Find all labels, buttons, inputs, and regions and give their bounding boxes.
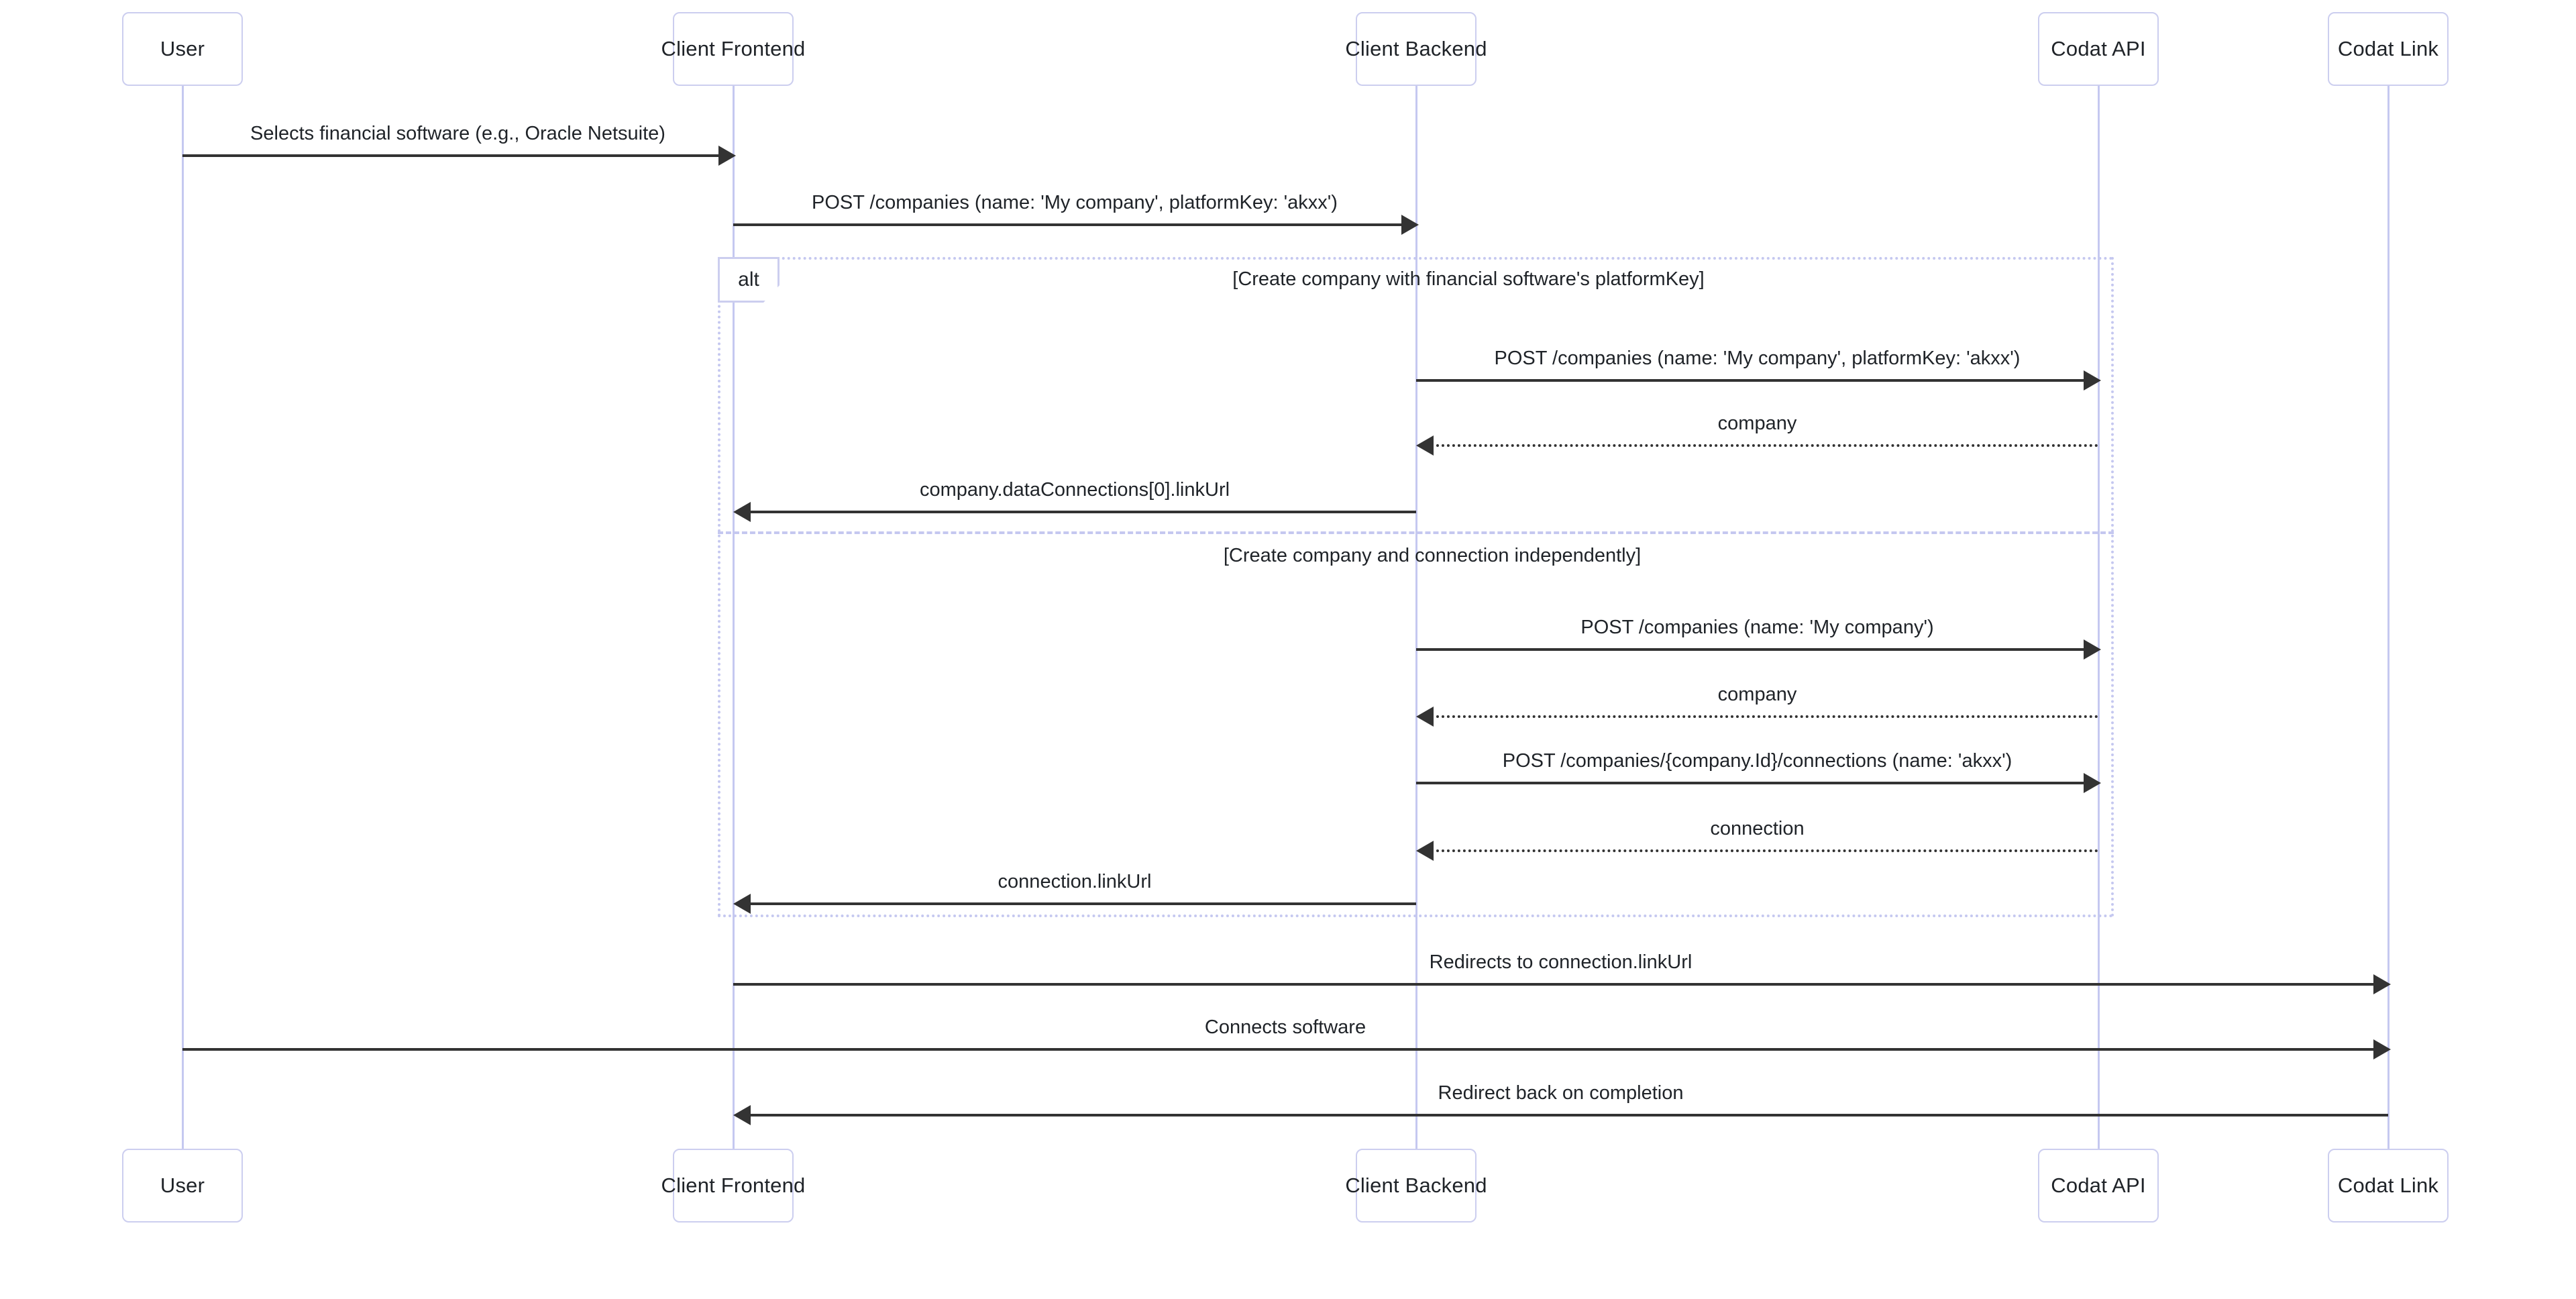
- participant-user[interactable]: User: [122, 12, 243, 86]
- alt-fragment-frame: [718, 257, 2114, 917]
- participant-label: Client Backend: [1345, 1174, 1487, 1197]
- message-label-m12: Connects software: [1204, 1017, 1366, 1038]
- participant-label: Client Frontend: [661, 1174, 806, 1197]
- message-label-m4: company: [1717, 413, 1797, 434]
- alt-fragment-divider: [718, 531, 2114, 534]
- message-label-m11: Redirects to connection.linkUrl: [1429, 951, 1693, 973]
- message-arrowhead-m11: [2373, 974, 2391, 994]
- participant-user[interactable]: User: [122, 1149, 243, 1223]
- message-label-m9: connection: [1710, 818, 1805, 839]
- message-arrowhead-m5: [733, 502, 751, 522]
- message-arrowhead-m10: [733, 894, 751, 914]
- alt-fragment-tag: alt: [718, 257, 780, 303]
- participant-frontend[interactable]: Client Frontend: [661, 12, 805, 86]
- message-line-m9: [1431, 849, 2098, 852]
- message-label-m3: POST /companies (name: 'My company', pla…: [1494, 348, 2021, 369]
- message-label-m5: company.dataConnections[0].linkUrl: [919, 479, 1230, 501]
- participant-label: Codat Link: [2337, 37, 2439, 60]
- participant-link[interactable]: Codat Link: [2328, 12, 2449, 86]
- participant-backend[interactable]: Client Backend: [1345, 12, 1487, 86]
- message-line-m3: [1416, 379, 2084, 382]
- message-label-m2: POST /companies (name: 'My company', pla…: [812, 192, 1338, 213]
- alt-branch-condition-2: [Create company and connection independe…: [1223, 545, 1642, 566]
- participant-label: User: [160, 37, 205, 60]
- participant-label: Codat API: [2051, 37, 2146, 60]
- message-arrowhead-m6: [2084, 639, 2101, 660]
- message-arrowhead-m3: [2084, 370, 2101, 391]
- message-arrowhead-m1: [718, 146, 736, 166]
- message-arrowhead-m13: [733, 1105, 751, 1125]
- lifeline-frontend: [733, 86, 735, 1149]
- message-arrowhead-m4: [1416, 435, 1434, 456]
- message-label-m1: Selects financial software (e.g., Oracle…: [250, 123, 665, 144]
- message-arrowhead-m12: [2373, 1039, 2391, 1059]
- participant-backend[interactable]: Client Backend: [1345, 1149, 1487, 1223]
- participant-label: Codat API: [2051, 1174, 2146, 1197]
- message-line-m11: [733, 983, 2373, 986]
- message-label-m7: company: [1717, 684, 1797, 705]
- message-line-m6: [1416, 648, 2084, 651]
- message-line-m1: [182, 154, 718, 157]
- message-line-m12: [182, 1048, 2373, 1051]
- message-line-m13: [748, 1114, 2388, 1116]
- message-line-m2: [733, 223, 1401, 226]
- lifeline-backend: [1415, 86, 1417, 1149]
- message-arrowhead-m8: [2084, 773, 2101, 793]
- message-line-m4: [1431, 444, 2098, 447]
- participant-label: Client Frontend: [661, 37, 806, 60]
- alt-branch-condition-1: [Create company with financial software'…: [1232, 268, 1705, 290]
- message-label-m10: connection.linkUrl: [998, 871, 1152, 892]
- message-label-m13: Redirect back on completion: [1438, 1082, 1684, 1104]
- message-arrowhead-m2: [1401, 215, 1419, 235]
- participant-link[interactable]: Codat Link: [2328, 1149, 2449, 1223]
- message-label-m6: POST /companies (name: 'My company'): [1580, 617, 1934, 638]
- message-line-m7: [1431, 715, 2098, 718]
- lifeline-user: [182, 86, 184, 1149]
- message-line-m10: [748, 902, 1416, 905]
- participant-frontend[interactable]: Client Frontend: [661, 1149, 805, 1223]
- message-line-m8: [1416, 782, 2084, 784]
- participant-label: User: [160, 1174, 205, 1197]
- participant-label: Client Backend: [1345, 37, 1487, 60]
- participant-label: Codat Link: [2337, 1174, 2439, 1197]
- participant-api[interactable]: Codat API: [2038, 12, 2159, 86]
- message-arrowhead-m9: [1416, 841, 1434, 861]
- message-arrowhead-m7: [1416, 707, 1434, 727]
- lifeline-api: [2098, 86, 2100, 1149]
- lifeline-link: [2387, 86, 2390, 1149]
- participant-api[interactable]: Codat API: [2038, 1149, 2159, 1223]
- message-line-m5: [748, 511, 1416, 513]
- message-label-m8: POST /companies/{company.Id}/connections…: [1502, 750, 2012, 772]
- alt-fragment-tag-label: alt: [738, 268, 759, 291]
